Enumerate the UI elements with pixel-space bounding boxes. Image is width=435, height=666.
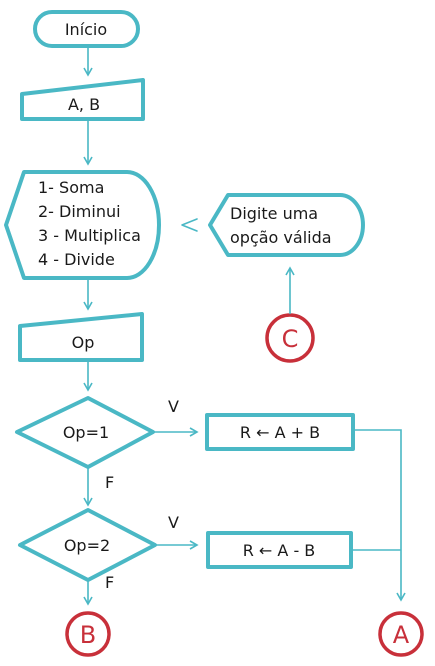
menu-line-3: 3 - Multiplica [38,226,141,245]
decision1-label: Op=1 [63,423,109,442]
menu-line-2: 2- Diminui [38,202,121,221]
connector-c-label: C [282,325,299,353]
start-label: Início [65,20,107,39]
decision2-false-label: F [105,573,114,592]
connector-a-label: A [393,621,410,649]
process-add-label: R ← A + B [240,423,320,442]
input-op-node: Op [18,312,144,362]
decision1-false-label: F [105,473,114,492]
input-ab-node: A, B [20,78,145,121]
menu-display-node: 1- Soma 2- Diminui 3 - Multiplica 4 - Di… [4,170,161,280]
menu-line-4: 4 - Divide [38,250,115,269]
connector-b: B [65,611,111,657]
arrow-invalid-to-menu [181,218,198,232]
connector-c: C [265,313,315,363]
invalid-option-display-node: Digite uma opção válida [208,193,365,257]
decision1-true-label: V [168,397,179,416]
input-op-label: Op [72,333,95,352]
line-add-to-a [354,429,406,602]
process-subtract-node: R ← A - B [206,531,353,569]
menu-line-1: 1- Soma [38,178,104,197]
decision2-true-label: V [168,513,179,532]
input-ab-label: A, B [68,95,100,114]
invalid-msg-line-2: opção válida [230,228,332,247]
decision2-label: Op=2 [64,536,110,555]
invalid-msg-line-1: Digite uma [230,204,318,223]
connector-b-label: B [80,621,96,649]
process-add-node: R ← A + B [205,413,355,451]
process-subtract-label: R ← A - B [243,541,316,560]
connector-a: A [378,611,424,657]
start-terminator: Início [33,10,140,48]
decision-op1-node: Op=1 [15,396,155,469]
decision-op2-node: Op=2 [18,508,157,582]
